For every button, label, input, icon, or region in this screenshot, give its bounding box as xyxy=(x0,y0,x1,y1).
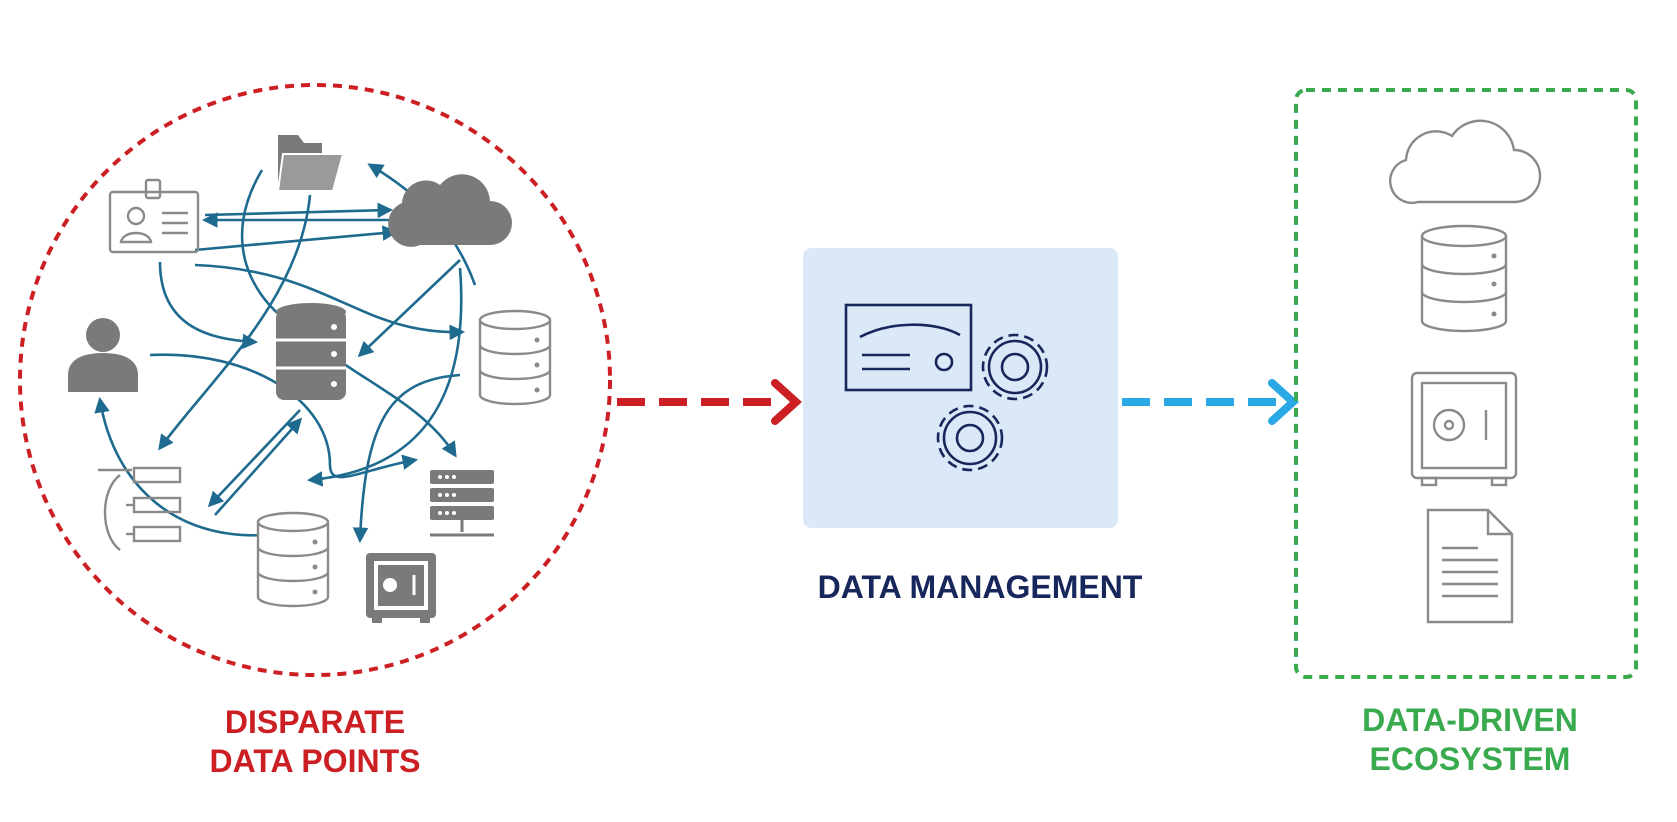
user-icon xyxy=(68,318,138,392)
cloud-icon xyxy=(388,174,512,247)
document-icon xyxy=(1426,508,1514,624)
database-outline-icon xyxy=(478,309,552,406)
ecosystem-label-line2: ECOSYSTEM xyxy=(1369,741,1571,778)
disparate-label-line2: DATA POINTS xyxy=(209,743,421,780)
flow-arrow-to-management xyxy=(617,379,802,425)
data-management-label: DATA MANAGEMENT xyxy=(817,569,1143,605)
disparate-data-points-label: DISPARATE DATA POINTS xyxy=(150,703,480,781)
safe-outline-icon xyxy=(1410,371,1518,487)
database-icon xyxy=(276,303,346,400)
database-outline-icon xyxy=(256,511,330,608)
id-card-icon xyxy=(108,178,200,254)
certificate-icon xyxy=(844,303,973,392)
cloud-outline-icon xyxy=(1389,119,1542,204)
disparate-label-line1: DISPARATE xyxy=(224,704,406,740)
safe-icon xyxy=(366,553,436,623)
database-outline-icon xyxy=(1420,224,1508,333)
flow-arrow-to-ecosystem xyxy=(1122,379,1299,425)
org-chart-icon xyxy=(98,466,182,551)
management-panel xyxy=(803,248,1118,528)
connector-arrows xyxy=(94,163,477,544)
data-driven-ecosystem-label: DATA-DRIVEN ECOSYSTEM xyxy=(1300,701,1640,779)
disparate-boundary xyxy=(18,83,612,677)
ecosystem-label-line1: DATA-DRIVEN xyxy=(1362,702,1578,738)
folder-icon xyxy=(276,135,345,192)
gear-icon xyxy=(936,333,1049,472)
ecosystem-boundary xyxy=(1294,88,1638,679)
server-icon xyxy=(430,470,494,537)
